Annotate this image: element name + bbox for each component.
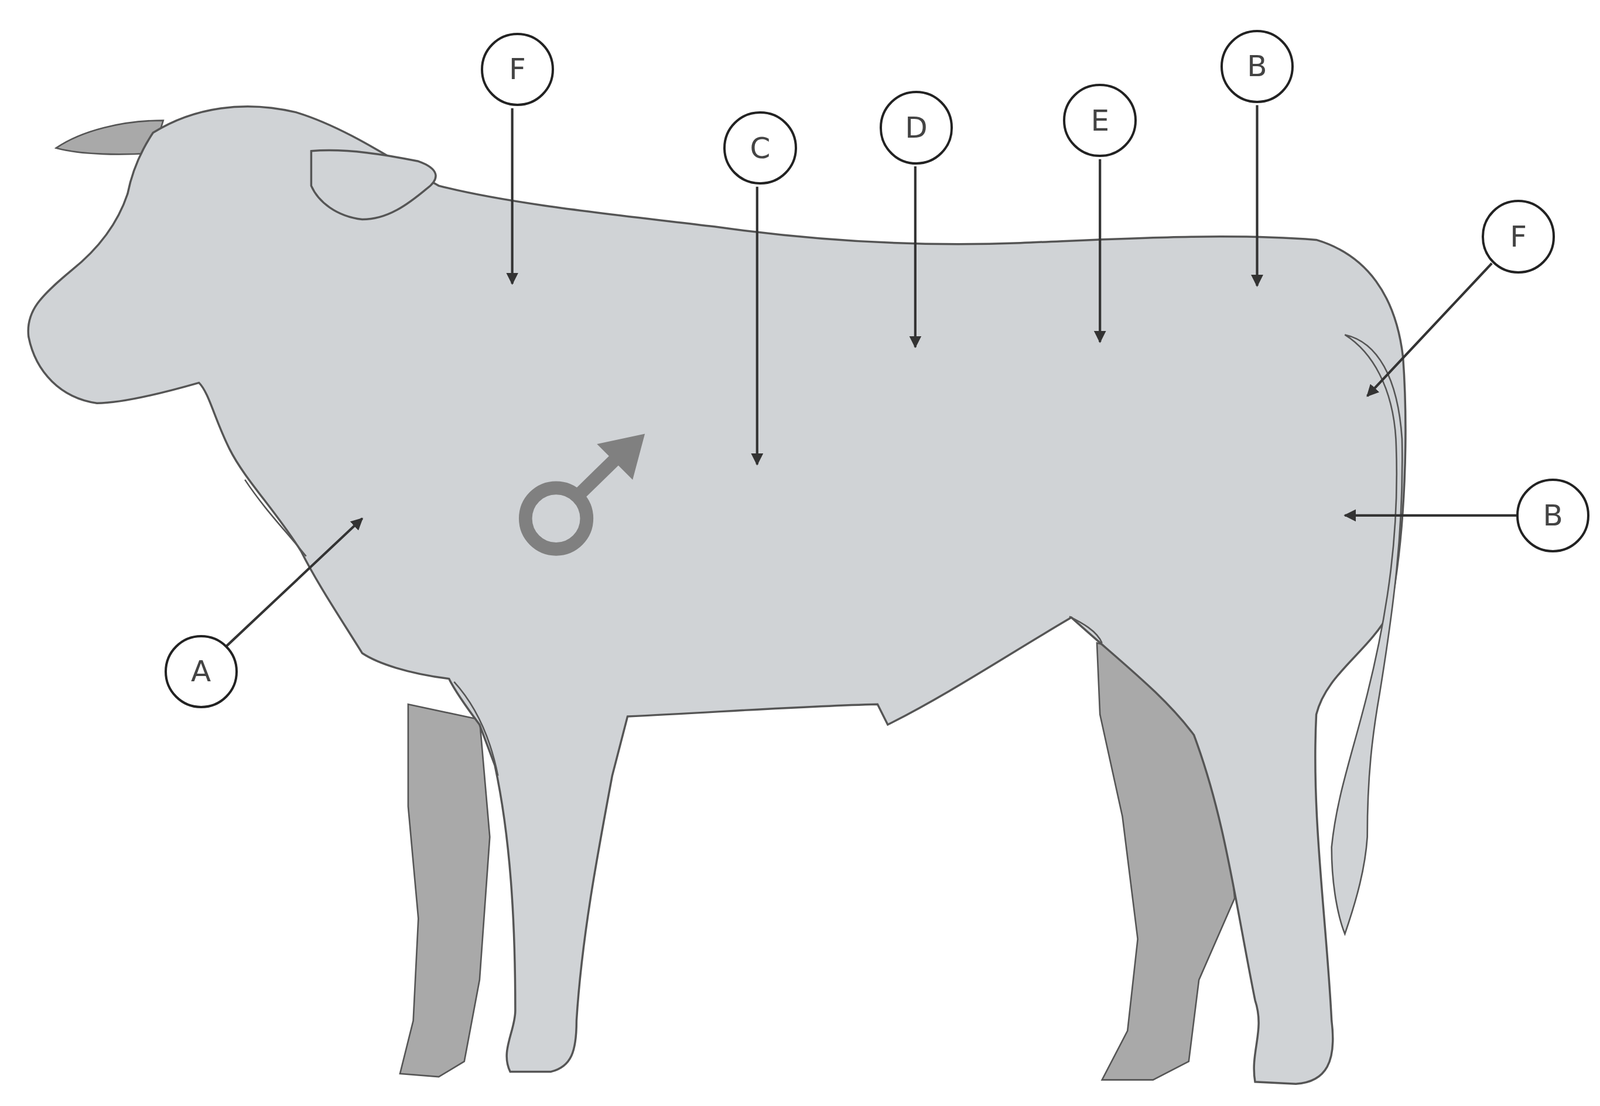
callout-letter: D [904, 113, 928, 143]
leader-arrow [1367, 263, 1493, 396]
callout-letter: C [750, 133, 771, 163]
body-line [244, 479, 307, 557]
ear [310, 150, 436, 220]
leader-arrow [914, 166, 917, 347]
leader-arrow [226, 518, 363, 646]
male-symbol [525, 433, 645, 549]
callout-letter: B [1246, 51, 1267, 81]
cow-body [28, 106, 1406, 1085]
callout-letter: E [1090, 106, 1110, 136]
cow-group [28, 104, 1518, 1084]
callout-letter: F [508, 54, 526, 84]
callout-circle: C [723, 111, 797, 185]
callout-circle: B [1516, 478, 1590, 552]
leader-arrow [1098, 159, 1102, 343]
callout-letter: B [1543, 500, 1564, 531]
body-line [453, 681, 498, 776]
leader-arrow [511, 108, 514, 285]
callout-circle: E [1062, 83, 1137, 157]
callout-letter: F [1509, 221, 1527, 252]
tail [1331, 334, 1403, 934]
body-line [1069, 616, 1103, 643]
callout-circle: F [480, 32, 555, 107]
leader-arrow [756, 186, 759, 465]
leader-arrow [1255, 104, 1258, 286]
callout-circle: D [879, 90, 953, 164]
callout-circle: B [1220, 29, 1294, 104]
far-front-leg [400, 703, 490, 1077]
callout-letter: A [190, 656, 211, 686]
callout-circle: F [1481, 199, 1555, 273]
callout-circle: A [164, 634, 238, 709]
leader-arrow [1344, 514, 1517, 517]
